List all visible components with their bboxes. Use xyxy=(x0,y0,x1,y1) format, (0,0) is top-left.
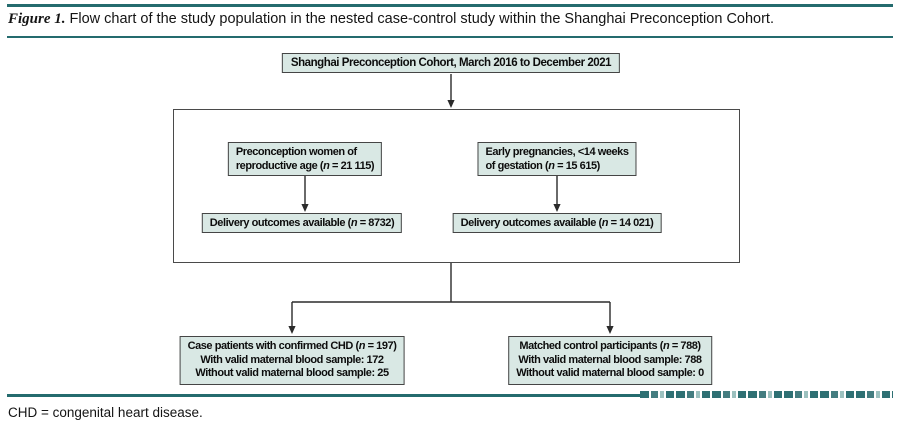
footnote: CHD = congenital heart disease. xyxy=(8,405,203,420)
case-patients-box: Case patients with confirmed CHD (n = 19… xyxy=(179,336,405,385)
arrowhead-to-delivery-left xyxy=(301,204,309,212)
delivery-outcomes-right-box: Delivery outcomes available (n = 14 021) xyxy=(452,213,662,233)
arrowhead-to-container xyxy=(447,100,455,108)
delivery-outcomes-left-box: Delivery outcomes available (n = 8732) xyxy=(201,213,403,233)
figure-caption: Flow chart of the study population in th… xyxy=(69,11,774,27)
enrollment-container-box xyxy=(173,109,740,263)
arrowhead-to-delivery-right xyxy=(553,204,561,212)
cohort-box: Shanghai Preconception Cohort, March 201… xyxy=(281,53,621,73)
title-divider-rule xyxy=(7,36,893,38)
arrowhead-to-control xyxy=(606,326,614,334)
figure-label: Figure 1. xyxy=(8,11,66,27)
arrowhead-to-case xyxy=(288,326,296,334)
matched-controls-box: Matched control participants (n = 788)Wi… xyxy=(508,336,712,385)
figure-title: Figure 1.Flow chart of the study populat… xyxy=(8,11,774,28)
illegible-watermark-text xyxy=(640,391,893,398)
bottom-rule xyxy=(7,394,893,397)
top-rule xyxy=(7,4,893,7)
